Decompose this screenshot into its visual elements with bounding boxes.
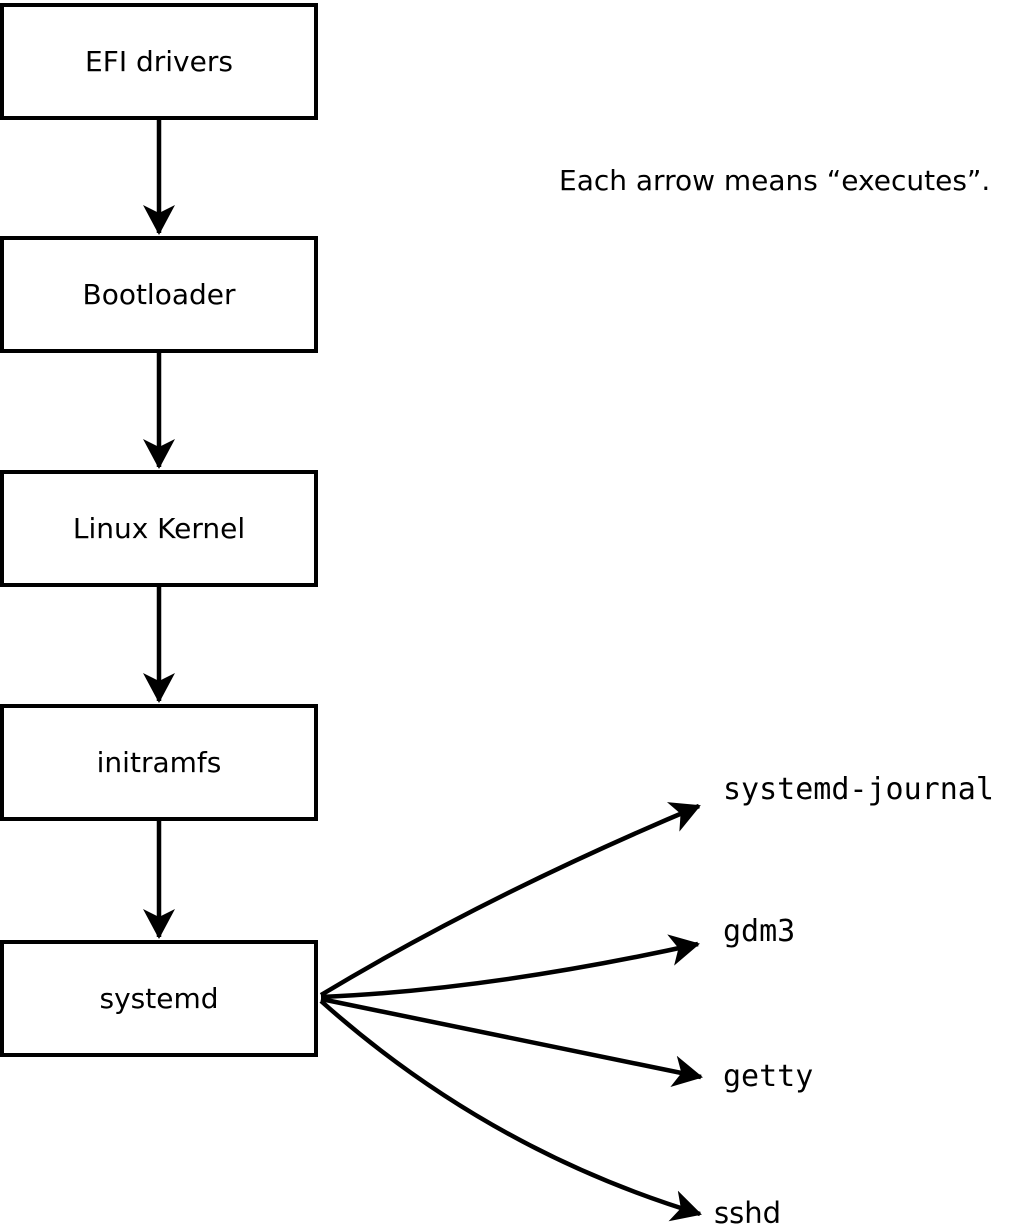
- edge-systemd-to-getty: [320, 996, 703, 1088]
- edge-systemd-to-gdm3: [320, 934, 700, 1000]
- flow-node-label: initramfs: [96, 746, 222, 779]
- flow-node-label: Bootloader: [82, 278, 236, 311]
- flow-node-initramfs: initramfs: [0, 704, 318, 821]
- spawned-process-gdm3: gdm3: [723, 914, 796, 949]
- flow-node-bootloader: Bootloader: [0, 236, 318, 353]
- spawned-process-sshd: sshd: [714, 1196, 782, 1230]
- spawned-process-systemd-journal: systemd-journal: [723, 772, 994, 807]
- flow-node-linux-kernel: Linux Kernel: [0, 470, 318, 587]
- flow-node-efi-drivers: EFI drivers: [0, 3, 318, 120]
- flow-node-label: EFI drivers: [85, 45, 233, 78]
- flow-node-label: systemd: [99, 982, 219, 1015]
- arrow-meaning-note: Each arrow means “executes”.: [559, 164, 991, 197]
- flow-node-systemd: systemd: [0, 940, 318, 1057]
- edge-systemd-to-systemd-journal: [319, 802, 701, 997]
- edge-systemd-to-sshd: [319, 999, 702, 1222]
- flow-node-label: Linux Kernel: [72, 512, 246, 545]
- spawned-process-getty: getty: [723, 1059, 814, 1094]
